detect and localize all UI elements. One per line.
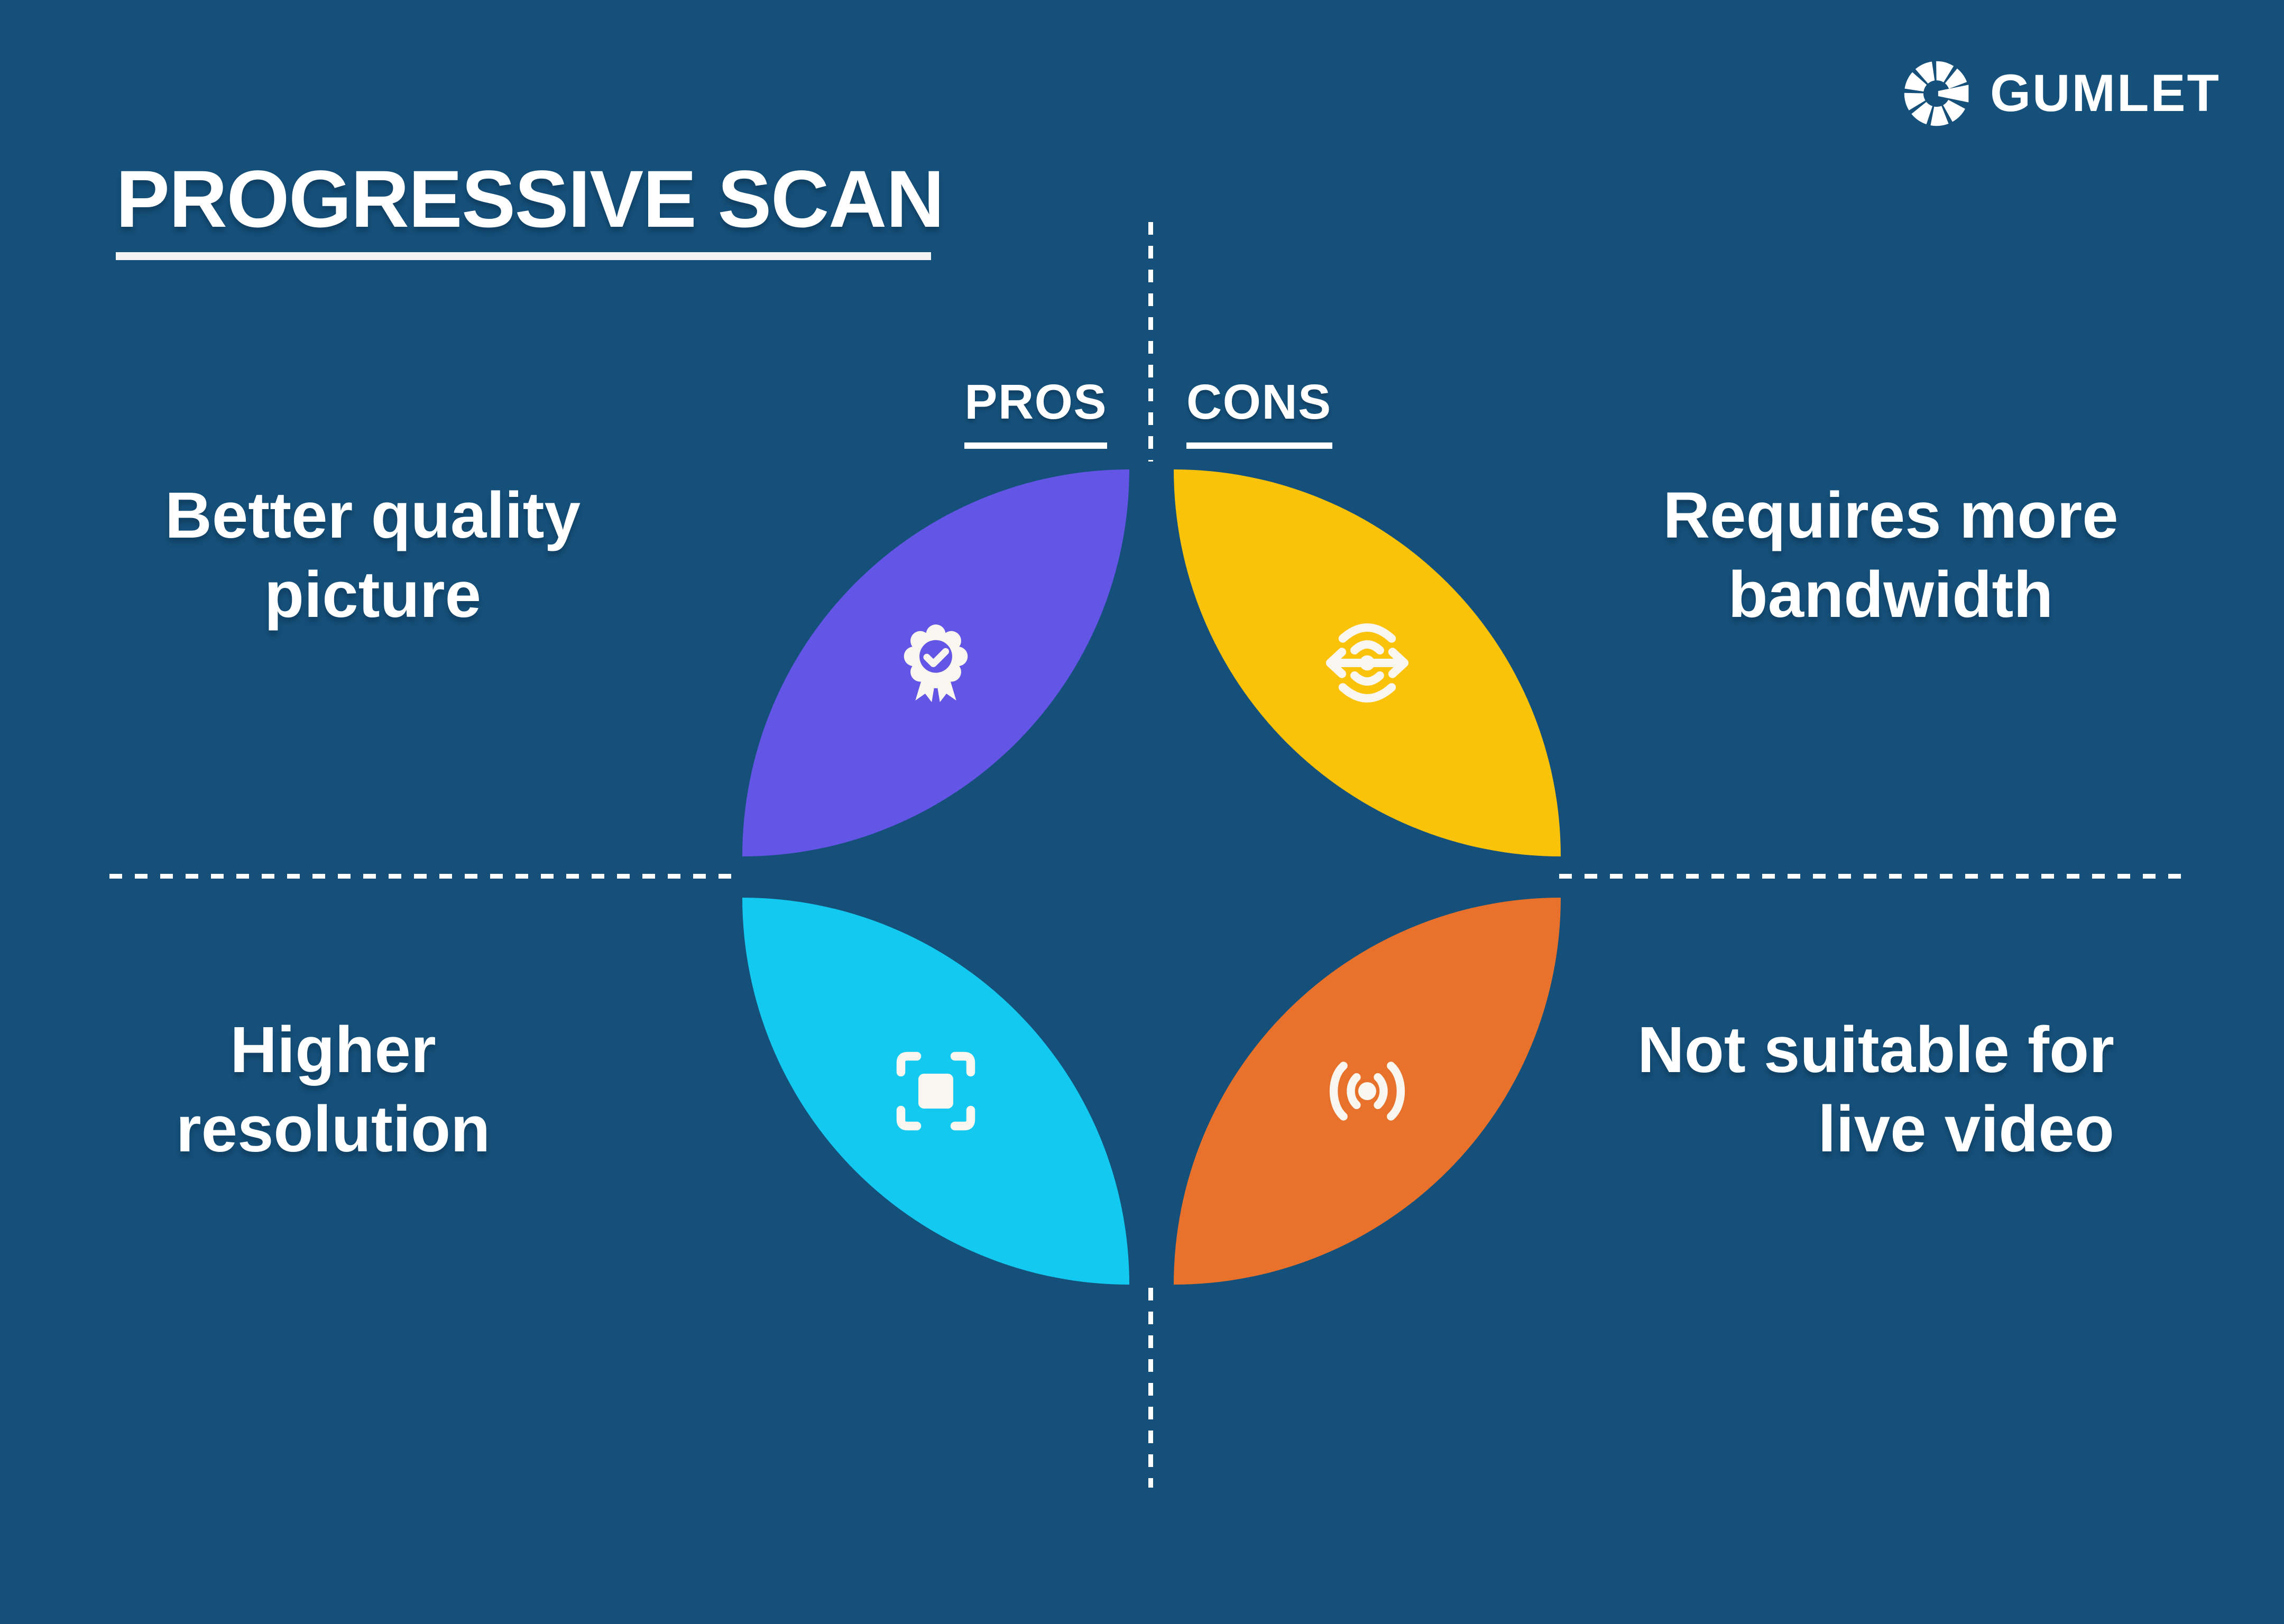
title-underline [116,252,931,260]
label-requires-more-bandwidth: Requires more bandwidth [1663,479,2119,632]
live-broadcast-icon [1315,1039,1420,1143]
horizontal-dashed-divider-left [109,874,744,879]
petal-better-quality [742,469,1129,856]
label-not-suitable-live-video: Not suitable for live video [1637,1013,2114,1166]
pros-column-header: PROS [964,374,1107,449]
label-better-quality-picture: Better quality picture [165,479,581,632]
bandwidth-arrows-icon [1313,609,1421,717]
petal-not-live-video [1174,898,1561,1285]
page-title: PROGRESSIVE SCAN [116,154,944,244]
award-badge-icon [883,611,988,715]
gumlet-brand-wordmark: GUMLET [1990,63,2221,122]
resolution-frame-icon [885,1040,987,1142]
label-higher-resolution: Higher resolution [176,1013,491,1166]
horizontal-dashed-divider-right [1559,874,2181,879]
cons-column-header: CONS [1186,374,1332,449]
gumlet-aperture-icon [1900,57,1973,130]
petal-higher-resolution [742,898,1129,1285]
petal-requires-bandwidth [1174,469,1561,856]
vertical-dashed-divider-bottom [1148,1288,1153,1488]
vertical-dashed-divider-top [1148,222,1153,462]
gumlet-logo: GUMLET [1900,57,2221,130]
